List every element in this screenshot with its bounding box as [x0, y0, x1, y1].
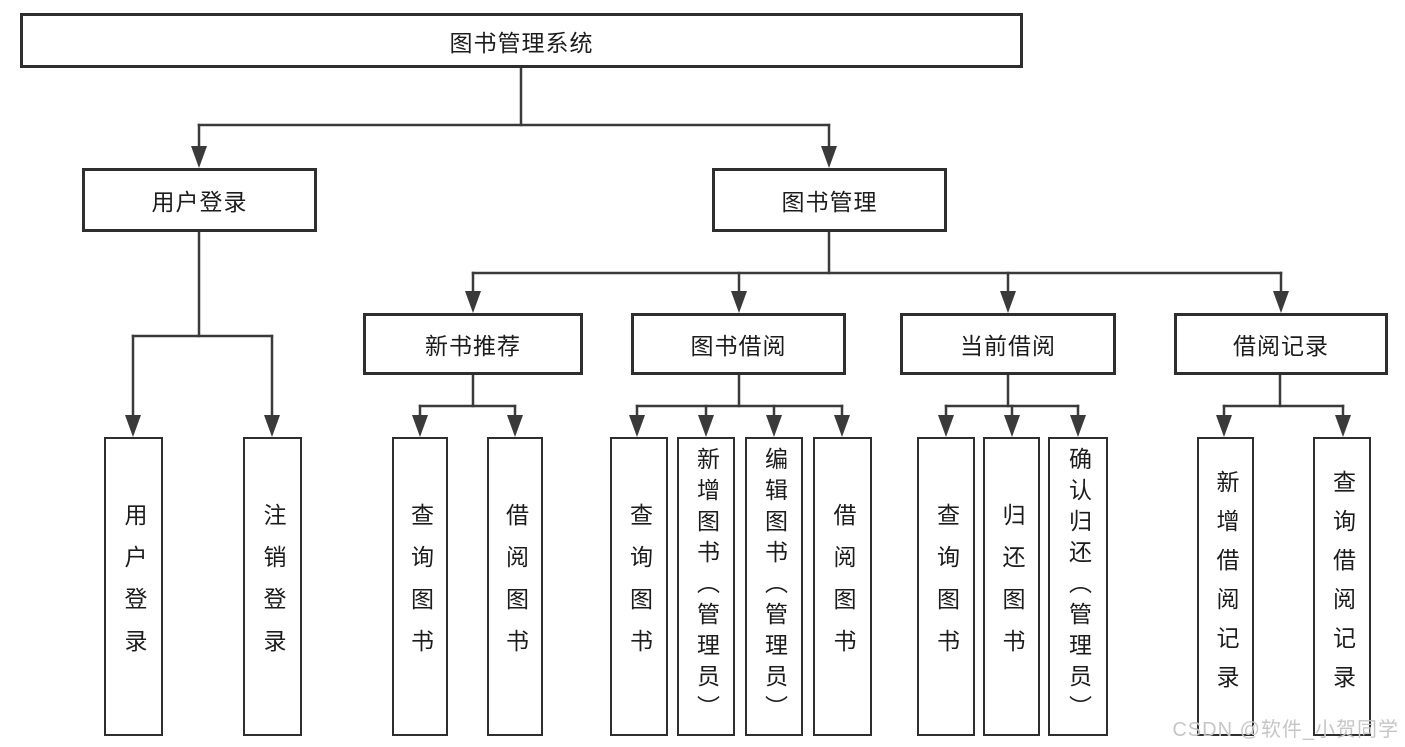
connector-borrowrecord-to-children [1216, 373, 1351, 437]
node-borrow-books-recommend: 借阅图书 [487, 437, 543, 736]
node-query-books-borrow: 查询图书 [610, 437, 668, 736]
node-label: 当前借阅 [960, 333, 1056, 359]
node-label: 借阅记录 [1233, 333, 1329, 359]
node-label: 图书管理系统 [449, 29, 594, 56]
node-add-borrow-record: 新增借阅记录 [1197, 437, 1254, 736]
node-edit-books-admin: 编辑图书（管理员） [745, 437, 803, 736]
node-new-book-recommend: 新书推荐 [363, 313, 583, 375]
node-query-books-current: 查询图书 [917, 437, 975, 736]
node-user-login: 用户登录 [82, 168, 317, 232]
node-label: 用户登录 [121, 502, 147, 671]
node-query-borrow-record: 查询借阅记录 [1313, 437, 1371, 736]
node-book-borrow: 图书借阅 [631, 313, 846, 375]
connector-root-to-level2 [191, 66, 837, 168]
node-label: 查询图书 [626, 502, 653, 671]
node-label: 图书借阅 [690, 333, 787, 359]
node-label: 新增借阅记录 [1213, 469, 1239, 704]
node-label: 确认归还（管理员） [1065, 447, 1092, 726]
node-label: 用户登录 [151, 189, 248, 215]
node-user-login-action: 用户登录 [104, 437, 163, 736]
node-label: 注销登录 [260, 502, 286, 671]
node-label: 查询图书 [933, 502, 960, 671]
node-label: 借阅图书 [830, 502, 856, 671]
node-book-management: 图书管理 [712, 168, 947, 232]
node-confirm-return-admin: 确认归还（管理员） [1048, 437, 1108, 736]
node-logout-action: 注销登录 [243, 437, 302, 736]
node-label: 归还图书 [999, 502, 1025, 671]
node-query-books-recommend: 查询图书 [392, 437, 448, 736]
node-label: 借阅图书 [502, 502, 529, 671]
node-borrow-record: 借阅记录 [1174, 313, 1388, 375]
node-label: 图书管理 [781, 189, 878, 215]
node-borrow-books: 借阅图书 [813, 437, 872, 736]
node-label: 查询借阅记录 [1329, 469, 1356, 704]
connector-userlogin-to-children [125, 230, 280, 437]
csdn-watermark: CSDN @软件_小贺同学 [1172, 719, 1399, 741]
node-label: 查询图书 [407, 502, 434, 671]
node-current-borrow: 当前借阅 [900, 313, 1116, 375]
node-label: 编辑图书（管理员） [761, 447, 788, 726]
connector-bookmgmt-to-level3 [465, 230, 1289, 313]
node-return-books: 归还图书 [983, 437, 1040, 736]
connector-newbook-to-children [412, 373, 523, 437]
node-add-books-admin: 新增图书（管理员） [677, 437, 735, 736]
node-label: 新书推荐 [425, 333, 521, 359]
node-system-root: 图书管理系统 [20, 13, 1023, 68]
connector-currentborrow-to-children [938, 373, 1086, 437]
connector-bookborrow-to-children [629, 373, 850, 437]
node-label: 新增图书（管理员） [693, 447, 720, 726]
